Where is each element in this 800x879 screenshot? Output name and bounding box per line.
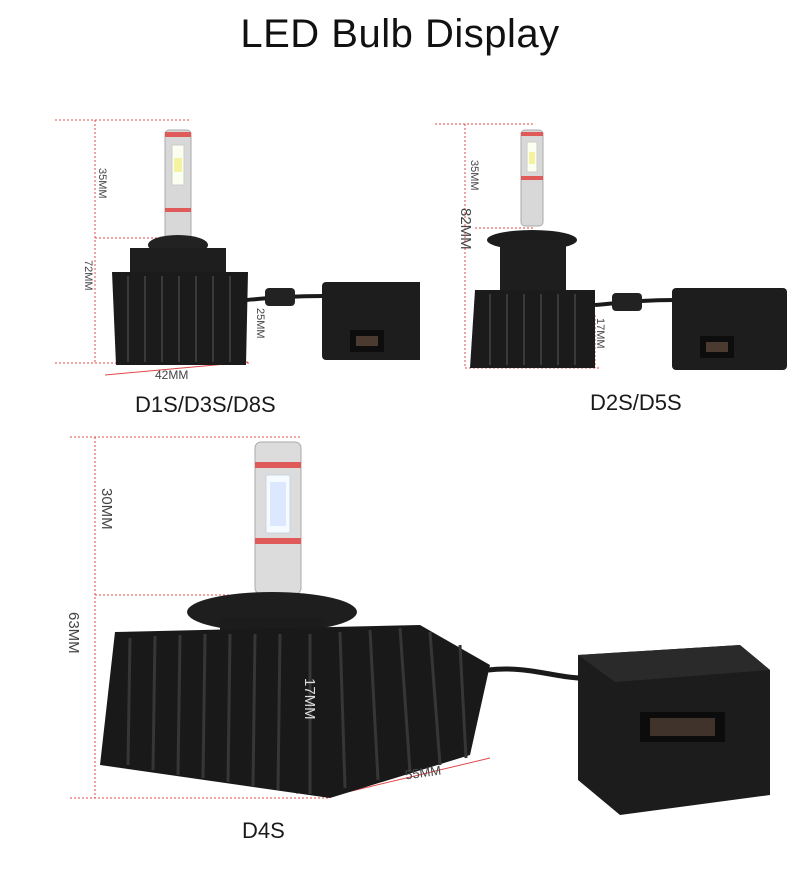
- d2s-bulb-image: [435, 123, 787, 370]
- d1s-dim-base: 25MM: [254, 308, 266, 339]
- panel-d4s: 30MM 63MM 17MM 55MM D4S: [0, 420, 800, 879]
- d2s-caption: D2S/D5S: [590, 390, 682, 415]
- d1s-dim-top: 35MM: [96, 168, 108, 199]
- d2s-dim-base: 17MM: [594, 318, 606, 349]
- d4s-caption: D4S: [242, 818, 285, 843]
- panel-d2s: 35MM 82MM 17MM D2S/D5S: [420, 0, 800, 420]
- d4s-dim-base: 17MM: [301, 678, 318, 720]
- d1s-dim-width: 42MM: [155, 368, 189, 382]
- d2s-dim-top: 35MM: [468, 160, 480, 191]
- d1s-caption: D1S/D3S/D8S: [135, 392, 276, 417]
- page-title: LED Bulb Display: [240, 12, 560, 56]
- d1s-bulb-image: [55, 119, 420, 376]
- d4s-bulb-image: [70, 436, 770, 815]
- d4s-dim-top: 30MM: [98, 488, 115, 530]
- d2s-dim-total: 82MM: [457, 208, 474, 250]
- d1s-dim-total: 72MM: [82, 260, 94, 291]
- d4s-dim-total: 63MM: [65, 612, 82, 654]
- panel-d1s: 35MM 72MM 25MM 42MM D1S/D3S/D8S: [0, 0, 420, 420]
